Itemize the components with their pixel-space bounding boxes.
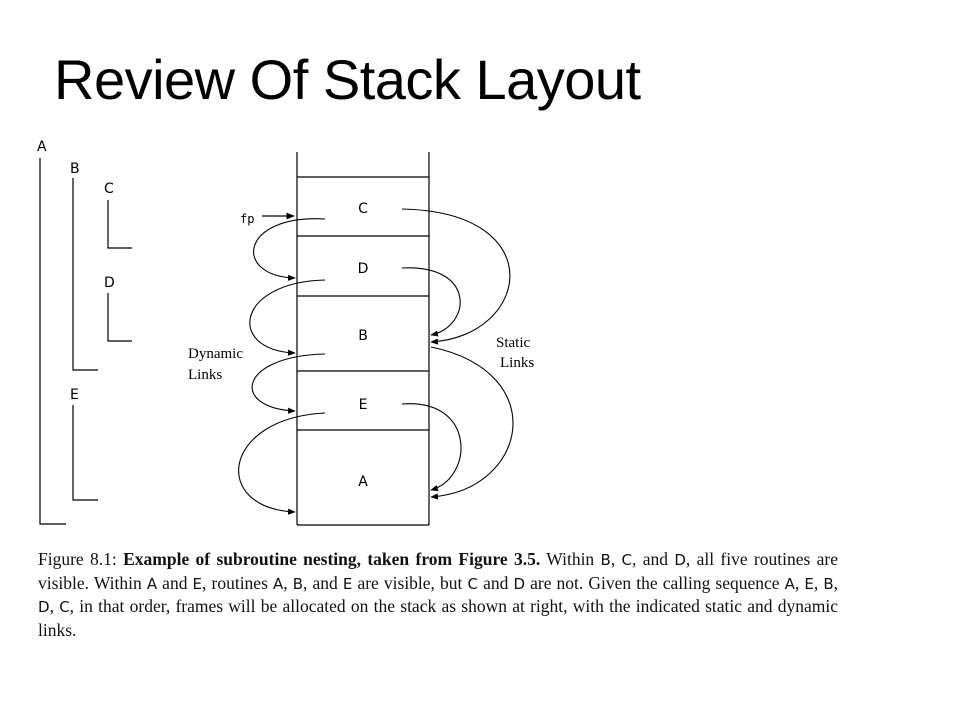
caption-text: , and xyxy=(303,572,338,593)
frame-label-e: E xyxy=(359,397,368,413)
dynamic-link-e-to-a xyxy=(238,412,326,515)
caption-text: , xyxy=(794,572,800,593)
caption-routine: D xyxy=(674,551,686,569)
fp-label: fp xyxy=(240,212,254,226)
static-link-c-to-b xyxy=(401,208,511,345)
static-link-e-to-a xyxy=(401,403,462,492)
caption-text: are visible, but xyxy=(357,572,463,593)
caption-routine: E xyxy=(804,574,814,593)
nest-label-b: B xyxy=(70,161,80,177)
caption-bold: Example of subroutine nesting, taken fro… xyxy=(123,549,541,569)
caption-routine: D xyxy=(513,574,525,593)
dynamic-links-label-line1: Dynamic xyxy=(188,346,243,362)
caption-routine: C xyxy=(621,551,632,569)
bracket-c xyxy=(107,200,132,249)
bracket-b xyxy=(72,178,98,371)
nest-label-c: C xyxy=(104,181,114,197)
caption-routine: C xyxy=(59,598,70,616)
nest-label-e: E xyxy=(70,387,79,403)
static-links-label-line2: Links xyxy=(500,355,534,371)
caption-routine: B xyxy=(823,574,834,593)
caption-text: , routines xyxy=(202,572,268,593)
static-links-label-line1: Static xyxy=(496,335,531,351)
dynamic-link-c-to-d xyxy=(253,218,326,281)
caption-routine: D xyxy=(38,598,50,616)
caption-routine: E xyxy=(342,574,353,593)
caption-routine: C xyxy=(467,574,478,593)
caption-routine: A xyxy=(784,574,795,593)
nest-label-d: D xyxy=(104,275,115,291)
slide-title: Review Of Stack Layout xyxy=(54,48,641,111)
caption-text: , xyxy=(610,549,616,569)
caption-text: , and xyxy=(632,549,668,569)
frame-label-b: B xyxy=(358,328,368,344)
caption-text: , all five routines are visible. Within xyxy=(38,549,838,593)
caption-routine: B xyxy=(292,574,304,593)
bracket-d xyxy=(107,293,132,342)
frame-label-c: C xyxy=(358,201,368,217)
static-links xyxy=(401,208,514,500)
frame-label-d: D xyxy=(358,261,369,277)
caption-routine: A xyxy=(146,574,158,593)
caption-routine: B xyxy=(600,551,611,569)
bracket-e xyxy=(72,405,98,501)
dynamic-links-label-line2: Links xyxy=(188,367,222,383)
nesting-diagram xyxy=(39,158,132,525)
dynamic-link-b-to-e xyxy=(251,353,326,414)
caption-text: are not. Given the calling sequence xyxy=(530,572,780,593)
caption-text: , xyxy=(49,596,54,616)
caption-routine: A xyxy=(272,574,284,593)
dynamic-link-d-to-b xyxy=(249,279,326,356)
stack-layout-diagram: A B C D E C D B E A fp Dynamic Links xyxy=(37,139,534,526)
caption-text: and xyxy=(162,572,188,593)
caption-text: , in that order, frames will be allocate… xyxy=(38,596,839,640)
caption-routine: E xyxy=(192,574,203,593)
caption-text: and xyxy=(483,572,509,593)
caption-text: , xyxy=(283,572,288,593)
caption-text: , xyxy=(833,572,839,593)
frame-label-a: A xyxy=(358,474,368,490)
caption-figure-label: Figure 8.1: xyxy=(38,549,117,569)
static-link-d-to-b xyxy=(401,267,461,337)
figure-caption: Figure 8.1: Example of subroutine nestin… xyxy=(38,548,838,641)
dynamic-links xyxy=(238,218,326,515)
caption-text: , xyxy=(813,572,819,593)
static-link-b-to-a xyxy=(430,346,514,500)
bracket-a xyxy=(39,158,66,525)
nest-label-a: A xyxy=(37,139,47,155)
caption-text: Within xyxy=(546,549,595,569)
stack xyxy=(296,152,430,526)
